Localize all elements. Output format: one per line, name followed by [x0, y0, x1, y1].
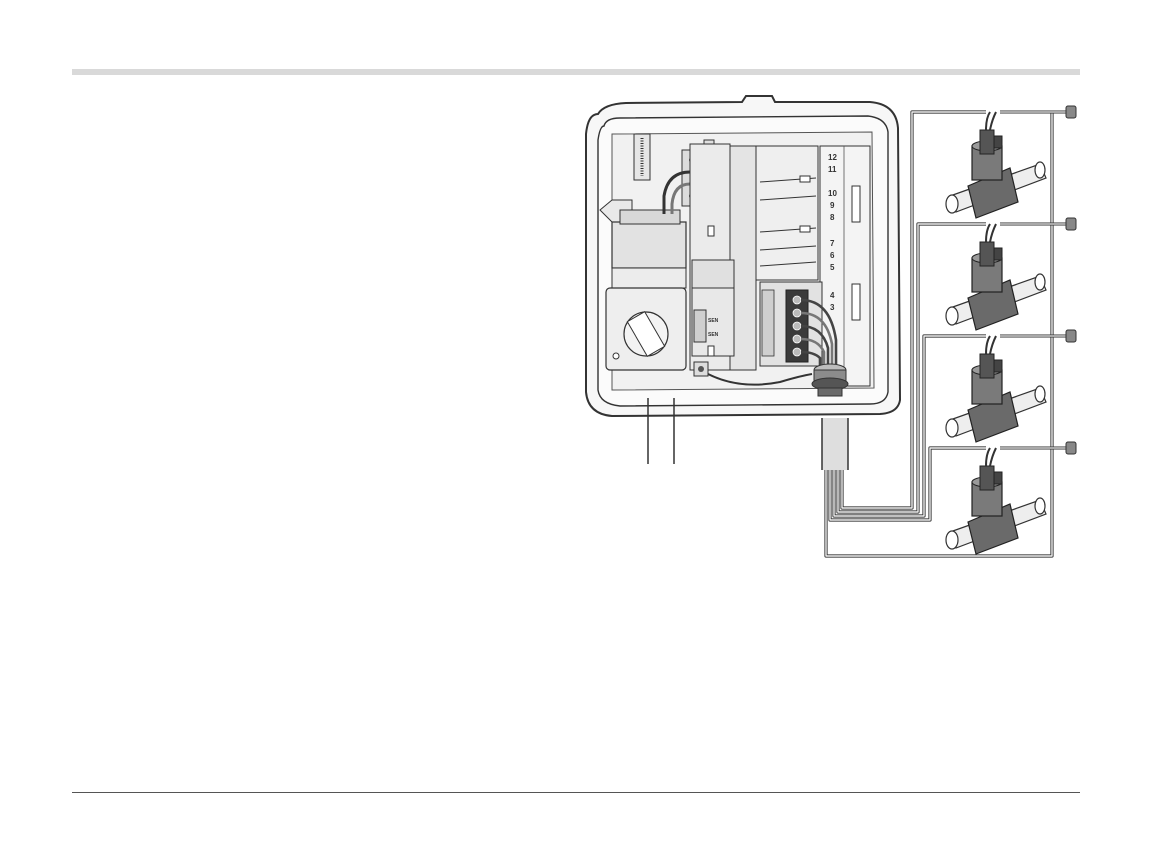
zone-number: 12 — [828, 153, 837, 162]
zone-number: 3 — [830, 303, 835, 312]
zone-number: 9 — [830, 201, 835, 210]
zone-number: 4 — [830, 291, 835, 300]
field-conduit — [822, 418, 848, 470]
solenoid-valve — [946, 224, 1046, 330]
zone-number: 10 — [828, 189, 837, 198]
valve-group — [946, 112, 1046, 554]
solenoid-valve — [946, 336, 1046, 442]
zone-number: 7 — [830, 239, 835, 248]
sensor-label: SEN — [708, 332, 719, 338]
center-panel: SEN SEN — [690, 144, 756, 376]
zone-number: 6 — [830, 251, 835, 260]
wire-connectors — [1066, 106, 1076, 454]
zone-number: 11 — [828, 165, 837, 174]
solenoid-valve — [946, 448, 1046, 554]
zone-number: 8 — [830, 213, 835, 222]
solenoid-valve — [946, 112, 1046, 218]
zone-number: 5 — [830, 263, 835, 272]
sensor-label: SEN — [708, 318, 719, 324]
